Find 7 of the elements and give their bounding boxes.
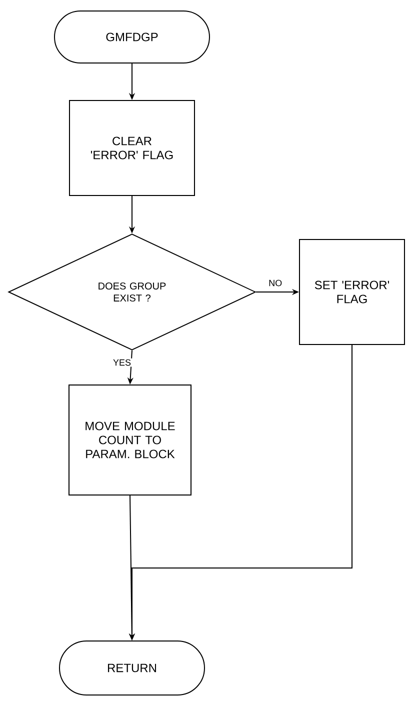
terminal-box: GMFDGP [54, 10, 210, 64]
process-box: MOVE MODULE COUNT TO PARAM. BLOCK [68, 384, 192, 496]
edge-label: NO [268, 278, 284, 288]
process-box: SET 'ERROR' FLAG [299, 239, 405, 345]
terminal-box: RETURN [59, 640, 205, 696]
process-box: CLEAR 'ERROR' FLAG [69, 100, 195, 196]
edge-label: YES [112, 358, 132, 367]
